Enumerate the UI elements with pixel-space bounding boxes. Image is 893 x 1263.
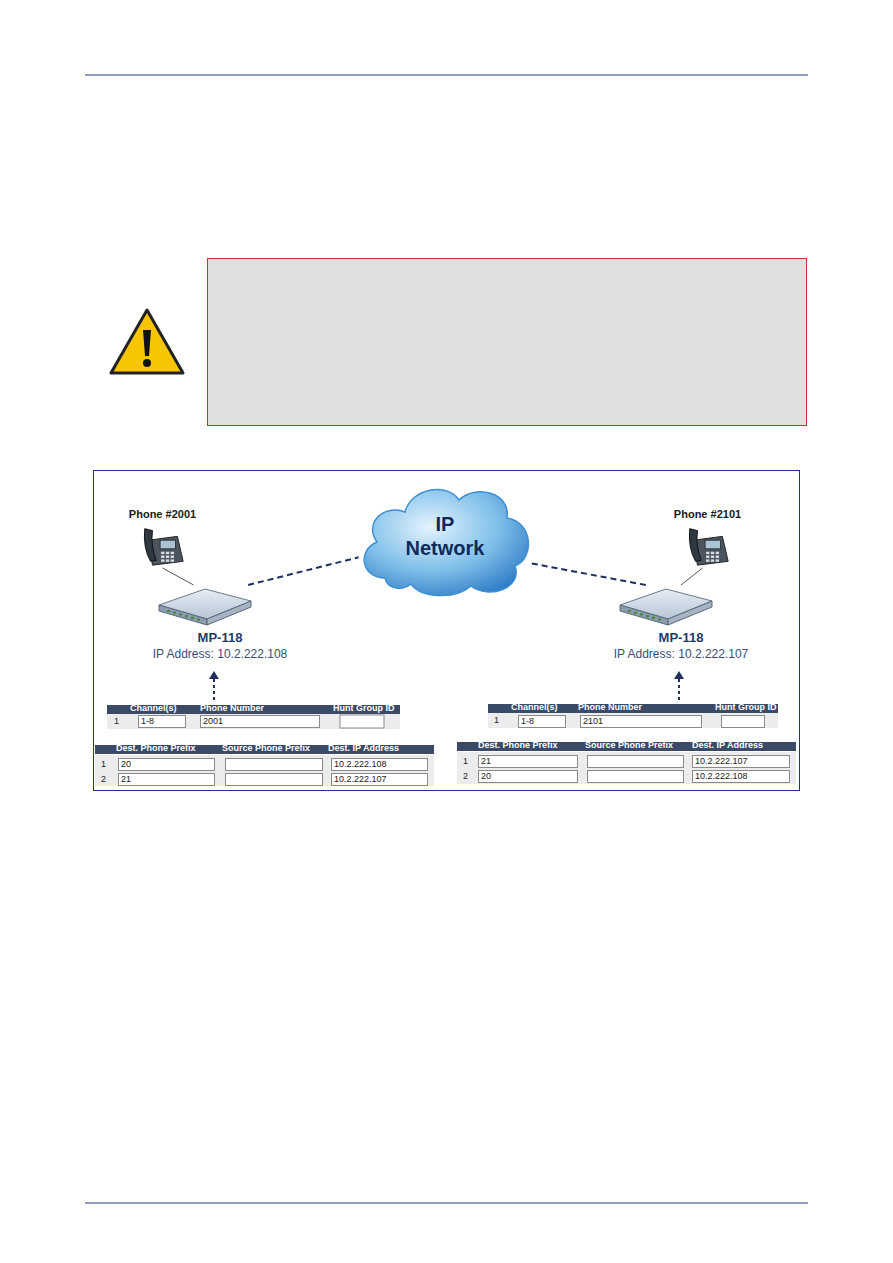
phone-cord bbox=[681, 568, 702, 585]
table-header: Phone Number bbox=[200, 703, 264, 714]
table-header: Dest. Phone Prefix bbox=[116, 743, 196, 754]
gateway-device bbox=[155, 585, 255, 627]
table-cell: 1-8 bbox=[138, 715, 186, 728]
table-header: Channel(s) bbox=[511, 702, 558, 713]
table-header: Source Phone Prefix bbox=[222, 743, 310, 754]
ip-address: IP Address: 10.2.222.107 bbox=[593, 647, 769, 661]
phone-label: Phone #2001 bbox=[112, 508, 213, 520]
table-header: Hunt Group ID bbox=[715, 702, 777, 713]
table-art bbox=[95, 704, 796, 786]
table-cell: 10.2.222.108 bbox=[331, 758, 428, 771]
warning-icon bbox=[111, 310, 183, 373]
table-header: Dest. Phone Prefix bbox=[478, 740, 558, 751]
table-cell: 1-8 bbox=[518, 715, 566, 728]
phone-label: Phone #2101 bbox=[657, 508, 758, 520]
table-header: Dest. IP Address bbox=[692, 740, 763, 751]
table-header: Hunt Group ID bbox=[333, 703, 395, 714]
gateway-node: MP-118 IP Address: 10.2.222.107 bbox=[593, 585, 769, 661]
header-rule bbox=[85, 75, 808, 76]
table-cell: 21 bbox=[478, 755, 578, 768]
row-number: 2 bbox=[101, 774, 106, 785]
table-header: Source Phone Prefix bbox=[585, 740, 673, 751]
table-cell: 2101 bbox=[580, 715, 702, 728]
device-model: MP-118 bbox=[593, 630, 769, 645]
phone-node: Phone #2101 bbox=[657, 508, 758, 568]
ip-address: IP Address: 10.2.222.108 bbox=[132, 647, 308, 661]
table-cell: 10.2.222.107 bbox=[692, 755, 790, 768]
network-cloud: IP Network bbox=[355, 478, 535, 600]
phone-icon bbox=[139, 522, 187, 568]
gateway-node: MP-118 IP Address: 10.2.222.108 bbox=[132, 585, 308, 661]
config-pointer bbox=[214, 678, 679, 700]
row-number: 1 bbox=[494, 715, 499, 726]
footer-rule bbox=[85, 1203, 808, 1204]
table-header: Dest. IP Address bbox=[328, 743, 399, 754]
row-number: 1 bbox=[114, 716, 119, 727]
table-cell: 21 bbox=[118, 773, 215, 786]
row-number: 1 bbox=[463, 756, 468, 767]
note-box bbox=[208, 259, 807, 426]
table-header: Phone Number bbox=[578, 702, 642, 713]
table-header: Channel(s) bbox=[130, 703, 177, 714]
table-cell: 10.2.222.107 bbox=[331, 773, 428, 786]
table-cell: 20 bbox=[478, 770, 578, 783]
gateway-device bbox=[616, 585, 716, 627]
diagram-frame bbox=[94, 471, 800, 791]
phone-icon bbox=[684, 522, 732, 568]
phone-node: Phone #2001 bbox=[112, 508, 213, 568]
table-cell: 2001 bbox=[200, 715, 320, 728]
network-link bbox=[248, 557, 358, 585]
table-cell: 20 bbox=[118, 758, 215, 771]
device-model: MP-118 bbox=[132, 630, 308, 645]
table-cell: 10.2.222.108 bbox=[692, 770, 790, 783]
network-link bbox=[531, 563, 645, 585]
cloud-label: IP Network bbox=[395, 478, 495, 560]
phone-cord bbox=[163, 568, 194, 585]
row-number: 2 bbox=[463, 771, 468, 782]
row-number: 1 bbox=[101, 759, 106, 770]
pointer-head bbox=[209, 671, 684, 679]
